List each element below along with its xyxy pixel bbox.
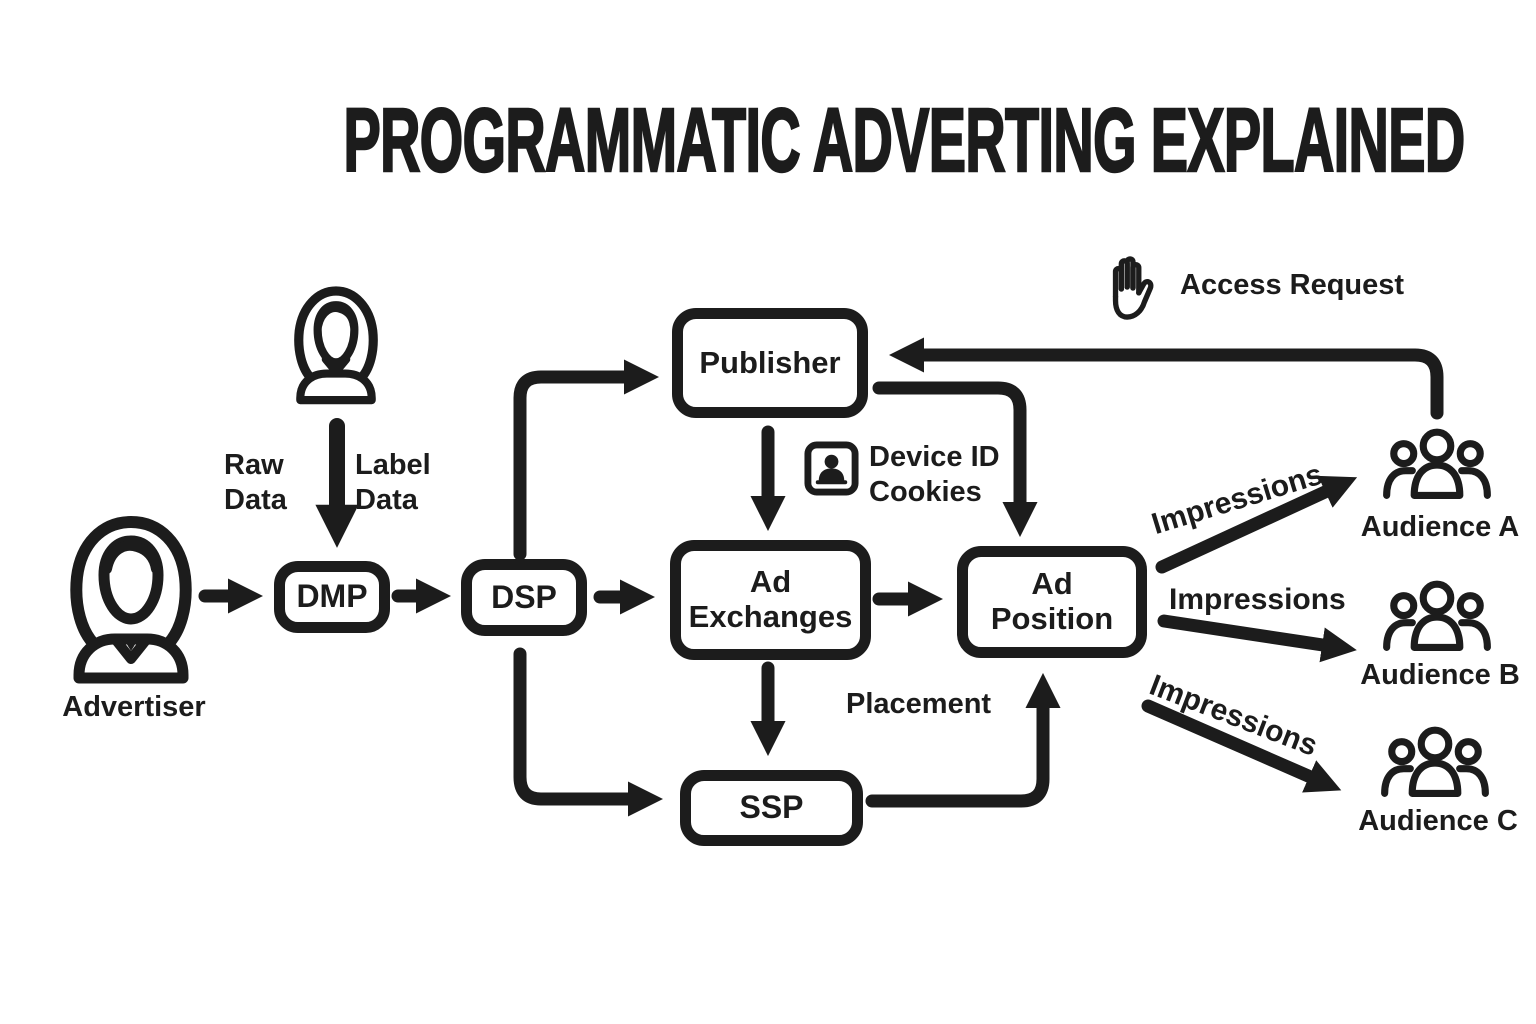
node-ssp-label: SSP [739,789,804,826]
data-provider-woman-icon [294,286,378,405]
node-ad-position-line1: Ad [1031,566,1073,602]
label-data-line1: Label [355,449,431,481]
page-title: PROGRAMMATIC ADVERTING EXPLAINED [0,91,1536,191]
arrow-impressions-audience-c [1141,699,1342,793]
node-ad-position-line2: Position [990,601,1114,636]
advertiser-woman-icon [70,516,192,684]
node-dsp: DSP [461,559,587,636]
node-ad-exchanges-line2: Exchanges [688,599,853,634]
audience-c-text: Audience C [1358,805,1518,837]
label-data-line2: Data [355,483,418,516]
node-ad-exchanges-line1: Ad [749,564,792,600]
arrow-ssp-to-ad-position [865,672,1061,808]
placement-label: Placement [846,687,991,722]
arrow-impressions-audience-b [1157,614,1357,663]
page-title-text: PROGRAMMATIC ADVERTING EXPLAINED [343,91,1466,191]
node-ad-exchanges: Ad Exchanges [670,540,871,660]
audience-b-group-icon [1383,580,1491,651]
advertiser-label: Advertiser [24,690,244,725]
node-dmp: DMP [274,561,390,633]
arrow-impressions-audience-a [1155,475,1358,574]
node-dmp-label: DMP [296,578,368,615]
arrow-access-request-to-publisher [888,337,1444,420]
arrow-dsp-to-publisher [513,359,660,561]
node-publisher: Publisher [672,308,868,418]
node-publisher-label: Publisher [699,344,841,380]
arrow-dsp-to-ssp [513,647,664,817]
device-id-line1: Device ID [869,441,1000,473]
node-ad-position: Ad Position [957,546,1147,658]
audience-b-label: Audience B [1352,658,1528,693]
impressions-b-text: Impressions [1169,583,1346,616]
audience-a-group-icon [1383,428,1491,499]
audience-a-label: Audience A [1352,510,1528,545]
hand-icon [1112,256,1154,320]
node-dsp-label: DSP [491,578,557,615]
access-request-label: Access Request [1180,268,1404,303]
audience-c-label: Audience C [1350,804,1526,839]
impressions-label-b: Impressions [1169,582,1346,618]
device-id-line2: Cookies [869,476,982,509]
device-id-badge-icon [804,441,859,496]
audience-a-text: Audience A [1360,511,1520,543]
audience-b-text: Audience B [1360,659,1520,691]
device-id-cookies-label: Device ID Cookies [869,440,1000,511]
raw-data-label: Raw Data [224,448,287,518]
node-ssp: SSP [680,770,863,846]
label-data-label: Label Data [355,448,431,518]
advertiser-label-text: Advertiser [62,691,206,723]
audience-c-group-icon [1381,726,1489,797]
placement-text: Placement [846,688,992,720]
raw-data-line2: Data [224,483,287,516]
access-request-text: Access Request [1180,269,1405,301]
arrow-publisher-to-ad-position [872,381,1038,538]
raw-data-line1: Raw [224,449,284,481]
